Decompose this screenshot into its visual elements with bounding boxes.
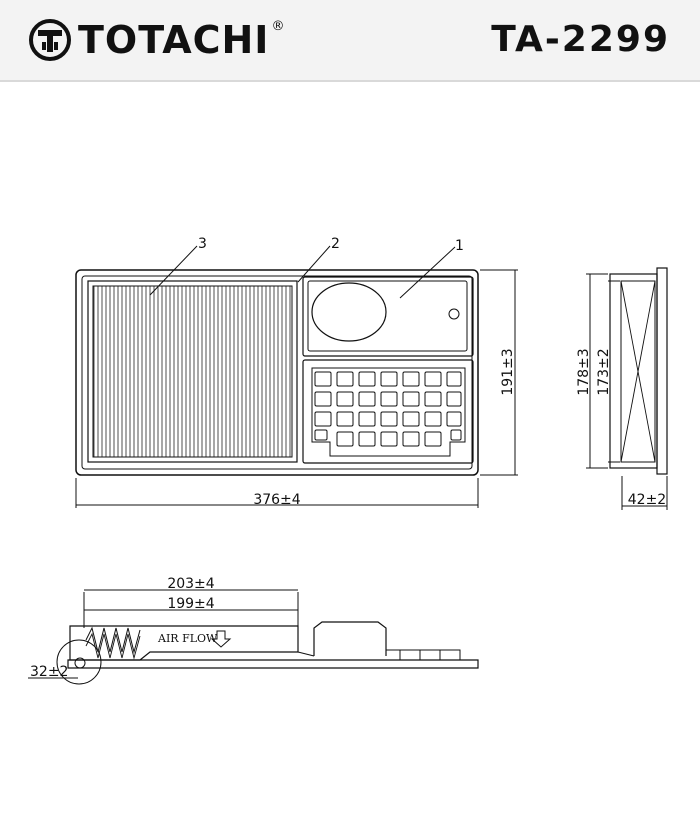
section-base-frame: [67, 659, 479, 669]
side-inner-dimension: 173±2: [596, 348, 612, 395]
width-dimension: 191±3: [500, 348, 516, 395]
brand-logo: TOTACHI ®: [28, 14, 284, 66]
side-flange: [656, 267, 668, 475]
section-pleats: [85, 626, 141, 654]
section-inner-dimension: 199±4: [167, 596, 214, 612]
length-dimension: 376±4: [253, 492, 300, 508]
callout-1: 1: [455, 238, 464, 254]
section-port: [313, 621, 387, 656]
grid-cells: [314, 371, 462, 447]
pleated-filter-media: [92, 285, 293, 458]
upper-panel-outer: [302, 276, 474, 357]
header-bar: TOTACHI ® TA-2299: [0, 0, 700, 82]
filter-frame-inner: [81, 275, 473, 470]
callout-2-leader: [297, 245, 331, 283]
oval-port: [311, 282, 387, 342]
seal-dimension: 32±2: [30, 664, 68, 680]
brand-name: TOTACHI: [78, 18, 270, 62]
filter-frame-outer: [75, 269, 479, 476]
upper-panel-inner: [307, 280, 468, 352]
side-frame: [609, 273, 658, 469]
callout-3: 3: [198, 236, 207, 252]
grid-panel-outer: [302, 359, 474, 464]
totachi-emblem-icon: [29, 19, 71, 61]
side-media-box: [620, 280, 656, 463]
pleated-media-border: [87, 280, 298, 463]
callout-3-leader: [149, 245, 198, 296]
air-flow-arrow-icon: [210, 630, 232, 648]
side-view: [586, 267, 668, 510]
seal-detail-circle: [56, 639, 102, 685]
callout-1-leader: [399, 246, 456, 299]
callout-2: 2: [331, 236, 340, 252]
section-grid-frame: [386, 649, 461, 660]
height-dimension: 42±2: [628, 492, 666, 508]
grid-panel-inner: [311, 367, 466, 457]
section-outer-dimension: 203±4: [167, 576, 214, 592]
section-view: [28, 589, 479, 685]
registered-mark: ®: [271, 18, 285, 34]
part-number: TA-2299: [491, 19, 670, 60]
seal-detail: [74, 657, 86, 669]
section-media-housing: [69, 625, 299, 661]
air-flow-label: AIR FLOW: [157, 632, 218, 645]
top-view: [75, 245, 518, 508]
side-outer-dimension: 178±3: [576, 348, 592, 395]
small-hole: [448, 308, 460, 320]
